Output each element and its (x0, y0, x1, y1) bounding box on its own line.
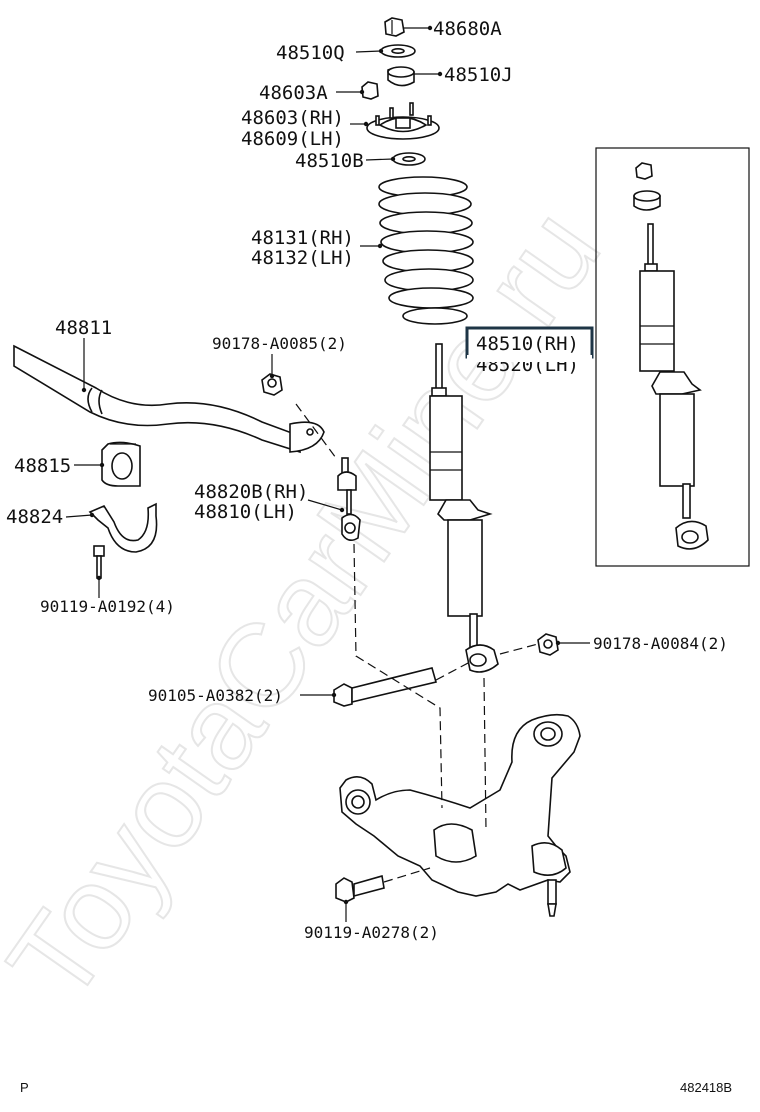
shock-absorber-48510[interactable] (429, 343, 499, 673)
bolt-90105-A0382[interactable] (333, 667, 437, 707)
leader-lines (65, 27, 590, 922)
label-90178-a0084[interactable]: 90178-A0084(2) (593, 634, 728, 653)
coil-spring-48131[interactable] (378, 176, 474, 325)
bearing-48510B[interactable] (392, 152, 426, 166)
nut-90178-A0085[interactable] (261, 373, 283, 396)
stabilizer-bar-48811[interactable] (13, 344, 325, 454)
corner-right-text: 482418B (680, 1080, 732, 1095)
label-48609-lh[interactable]: 48609(LH) (241, 128, 344, 150)
label-48680A[interactable]: 48680A (433, 18, 502, 40)
label-48603A[interactable]: 48603A (259, 82, 328, 104)
label-48811[interactable]: 48811 (55, 317, 112, 339)
label-90119-a0278[interactable]: 90119-A0278(2) (304, 923, 439, 942)
bracket-48824[interactable] (88, 502, 158, 553)
label-90119-a0192[interactable]: 90119-A0192(4) (40, 597, 175, 616)
bolt-90119-A0192[interactable] (93, 545, 105, 579)
label-90105-a0382[interactable]: 90105-A0382(2) (148, 686, 283, 705)
assembly-dashed-lines (295, 403, 539, 883)
nut-48680A[interactable] (384, 17, 405, 37)
lower-arm[interactable] (339, 713, 581, 917)
washer-48510Q[interactable] (380, 44, 416, 58)
leader-dots (81, 25, 561, 905)
label-48510B[interactable]: 48510B (295, 150, 364, 172)
corner-left-text: P (20, 1080, 29, 1095)
highlight-box-mask (467, 355, 592, 362)
label-48820b-rh[interactable]: 48820B(RH) (194, 481, 308, 503)
label-48510Q[interactable]: 48510Q (276, 42, 345, 64)
support-48603[interactable] (366, 102, 440, 140)
label-90178-a0085[interactable]: 90178-A0085(2) (212, 334, 347, 353)
inset-box (595, 147, 750, 567)
label-48815[interactable]: 48815 (14, 455, 71, 477)
label-48131-rh[interactable]: 48131(RH) (251, 227, 354, 249)
label-48510J[interactable]: 48510J (444, 64, 513, 86)
label-48824[interactable]: 48824 (6, 506, 63, 528)
label-48810-lh[interactable]: 48810(LH) (194, 501, 297, 523)
nut-48603A[interactable] (361, 81, 379, 100)
label-48510-rh[interactable]: 48510(RH) (476, 333, 579, 355)
bolt-90119-A0278[interactable] (335, 874, 385, 903)
label-48132-lh[interactable]: 48132(LH) (251, 247, 354, 269)
bushing-48815[interactable] (101, 441, 141, 487)
label-48603-rh[interactable]: 48603(RH) (241, 107, 344, 129)
stabilizer-link-48820B[interactable] (337, 457, 361, 542)
cushion-48510J[interactable] (387, 66, 415, 87)
inset-shock-absorber[interactable] (633, 162, 709, 550)
nut-90178-A0084[interactable] (537, 633, 559, 656)
